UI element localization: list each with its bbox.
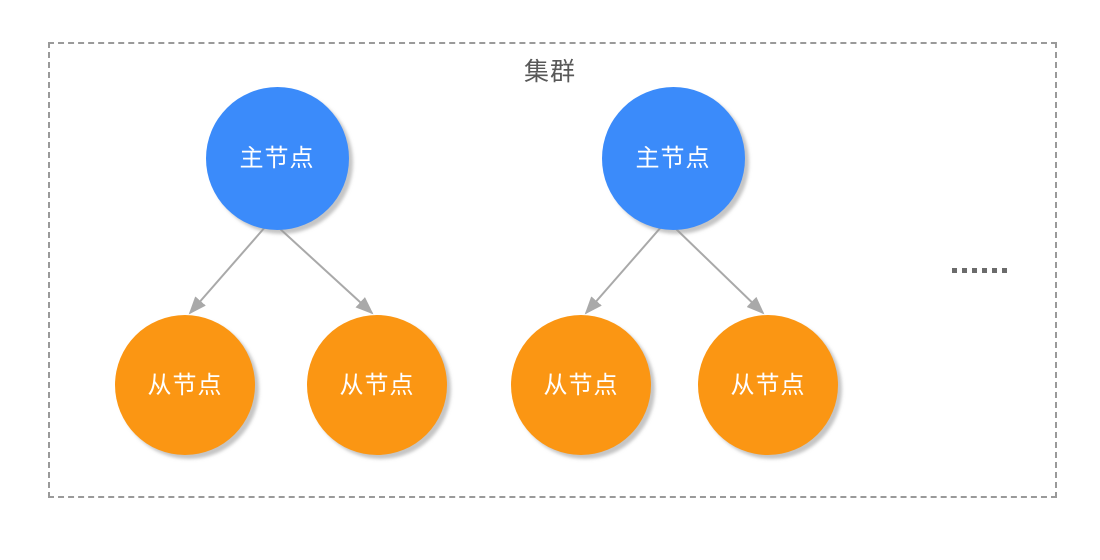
node-slave-g1-1[interactable]: 从节点	[115, 315, 255, 455]
node-slave-g1-2[interactable]: 从节点	[307, 315, 447, 455]
ellipsis-dot	[1002, 268, 1007, 273]
ellipsis-dot	[992, 268, 997, 273]
node-master-g1[interactable]: 主节点	[205, 86, 349, 230]
node-label: 从节点	[339, 371, 415, 399]
node-slave-g2-2[interactable]: 从节点	[698, 315, 838, 455]
cluster-ellipsis-icon	[952, 268, 1007, 273]
cluster-title: 集群	[523, 57, 576, 86]
node-label: 主节点	[239, 144, 315, 172]
ellipsis-dot	[972, 268, 977, 273]
node-label: 从节点	[543, 371, 619, 399]
node-master-g2[interactable]: 主节点	[601, 86, 745, 230]
node-slave-g2-1[interactable]: 从节点	[511, 315, 651, 455]
node-label: 从节点	[147, 371, 223, 399]
ellipsis-dot	[962, 268, 967, 273]
node-label: 从节点	[730, 371, 806, 399]
node-label: 主节点	[635, 144, 711, 172]
cluster-boundary	[48, 42, 1057, 498]
ellipsis-dot	[952, 268, 957, 273]
ellipsis-dot	[982, 268, 987, 273]
